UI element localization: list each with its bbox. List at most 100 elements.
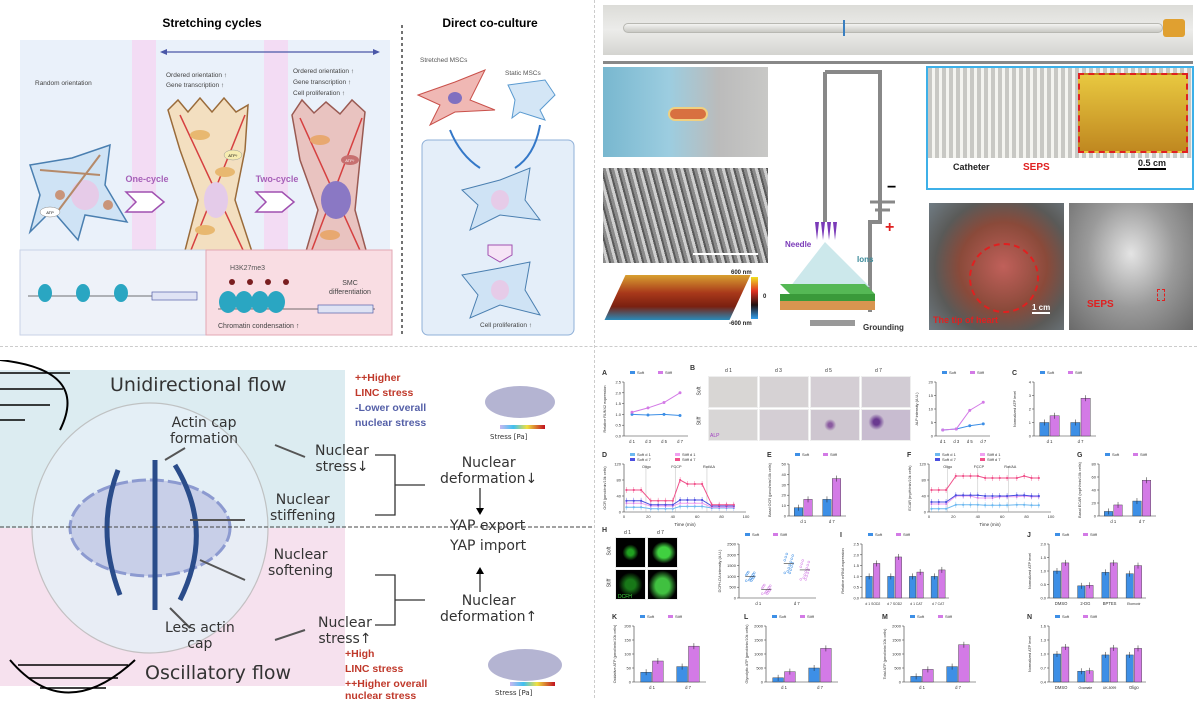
x-tick-label: d 1 SOD2 [865,602,880,606]
micrograph [861,376,911,408]
catheter-label: Catheter [953,162,990,172]
y-tick-label: 0.7 [1040,666,1046,671]
y-tick-label: 80 [617,478,622,483]
bar [1053,653,1061,683]
legend-label: Stiff [1140,452,1148,457]
stretched-msc-nucleus [448,92,462,104]
b-day-3: d 3 [775,368,782,374]
ndu-line1: Nuclear [461,593,516,609]
bar [1134,565,1142,599]
gene-box-2 [317,304,374,314]
panel-letter: J [1027,532,1031,539]
x-tick-label: 20 [951,514,956,519]
xray-photo: SEPS [1069,203,1193,330]
x-tick-label: d 7 [677,439,683,444]
one-cycle-cell: ATP↑ [167,96,260,272]
legend-swatch [942,371,947,374]
data-point [800,562,803,565]
data-point [646,413,650,417]
y-tick-label: 100 [624,652,631,657]
pointer-arrows [164,444,306,641]
lac-line2: cap [187,636,213,653]
legend-label: Stiff [780,532,788,537]
h-row-soft: Soft [606,546,613,556]
y-tick-label: 60 [1092,475,1097,480]
legend-swatch [1083,615,1088,618]
y-axis-label: Basal ECAR (mpH/min/10k cells) [1078,461,1082,517]
x-tick-label: d 1 [781,685,787,690]
coculture-box [421,139,575,336]
panel-letter: D [602,452,607,459]
scale-bar-05cm: 0.5 cm [1138,158,1167,170]
one-cycle-arrow-icon [124,191,166,213]
y-tick-label: 2000 [754,624,764,629]
x-tick-label: 80 [719,514,724,519]
legend-label: Soft [1112,452,1120,457]
legend-label: Soft [1062,614,1070,619]
b-day-1: d 1 [725,368,732,374]
y-tick-label: 2.5 [853,542,859,547]
y-tick-label: 80 [922,478,927,483]
y-tick-label: 1.6 [1040,624,1046,629]
legend-swatch [980,458,985,461]
data-point [662,412,666,416]
two-cycle-cell: ATP↑ [291,98,374,274]
dcfh-micrographs: H d 1 d 7 Soft Stiff DCFH [602,527,682,602]
b-row-stiff: Stiff [696,416,703,426]
mid-text-1: Ordered orientation ↑ [166,72,227,79]
legend-label: Soft [1047,370,1055,375]
brackets [375,454,481,626]
series-line [631,392,681,413]
nst-line1: Nuclear [275,492,330,508]
micrograph [759,376,809,408]
x-tick-label: d 1 [940,439,946,444]
yap-export-label: YAP export [450,518,526,534]
micrograph [810,409,860,441]
x-tick-label: d 7 [685,685,691,690]
legend-swatch [800,615,805,618]
legend-swatch [910,615,915,618]
legend-label: Stiff [675,614,683,619]
tip-of-heart-label: The tip of heart [933,315,998,325]
x-tick-label: d 7 [829,519,835,524]
y-tick-label: 1000 [892,652,902,657]
legend-swatch [868,533,873,536]
seps-label: SEPS [1023,162,1050,173]
data-point [788,571,791,575]
two-cycle-band [264,40,288,250]
film-negative-layer [780,294,875,301]
y-axis-label: Total ATP (pmol/min/10k cells) [883,628,887,679]
needle-label: Needle [785,240,812,249]
data-point [981,422,985,426]
bar [894,556,902,599]
arrow-head-left-icon [160,49,167,55]
y-tick-label: 0 [899,680,902,685]
bottom-stress-4: nuclear stress [345,690,417,702]
data-point [783,571,786,575]
bar [832,478,842,517]
legend-label: Stiff d 1 [682,452,696,457]
micrograph [647,537,678,568]
y-tick-label: 0 [784,514,787,519]
afm-3d-plot: 600 nm 0 -600 nm [603,265,773,335]
x-tick-label: d 7 [1078,439,1084,444]
one-cycle-band [132,40,156,250]
data-point [678,391,682,395]
legend-swatch [1133,453,1138,456]
y-tick-label: 2.0 [853,552,859,557]
x-tick-label: 0 [928,514,931,519]
legend-swatch [970,371,975,374]
data-point [630,412,634,416]
y-tick-label: 1500 [754,638,764,643]
y-axis-label: ALP intensity (A.U.) [915,392,919,426]
legend-label: Stiff [830,452,838,457]
micrograph [708,376,758,408]
panel-letter: M [882,614,888,621]
y-tick-label: 500 [894,666,901,671]
